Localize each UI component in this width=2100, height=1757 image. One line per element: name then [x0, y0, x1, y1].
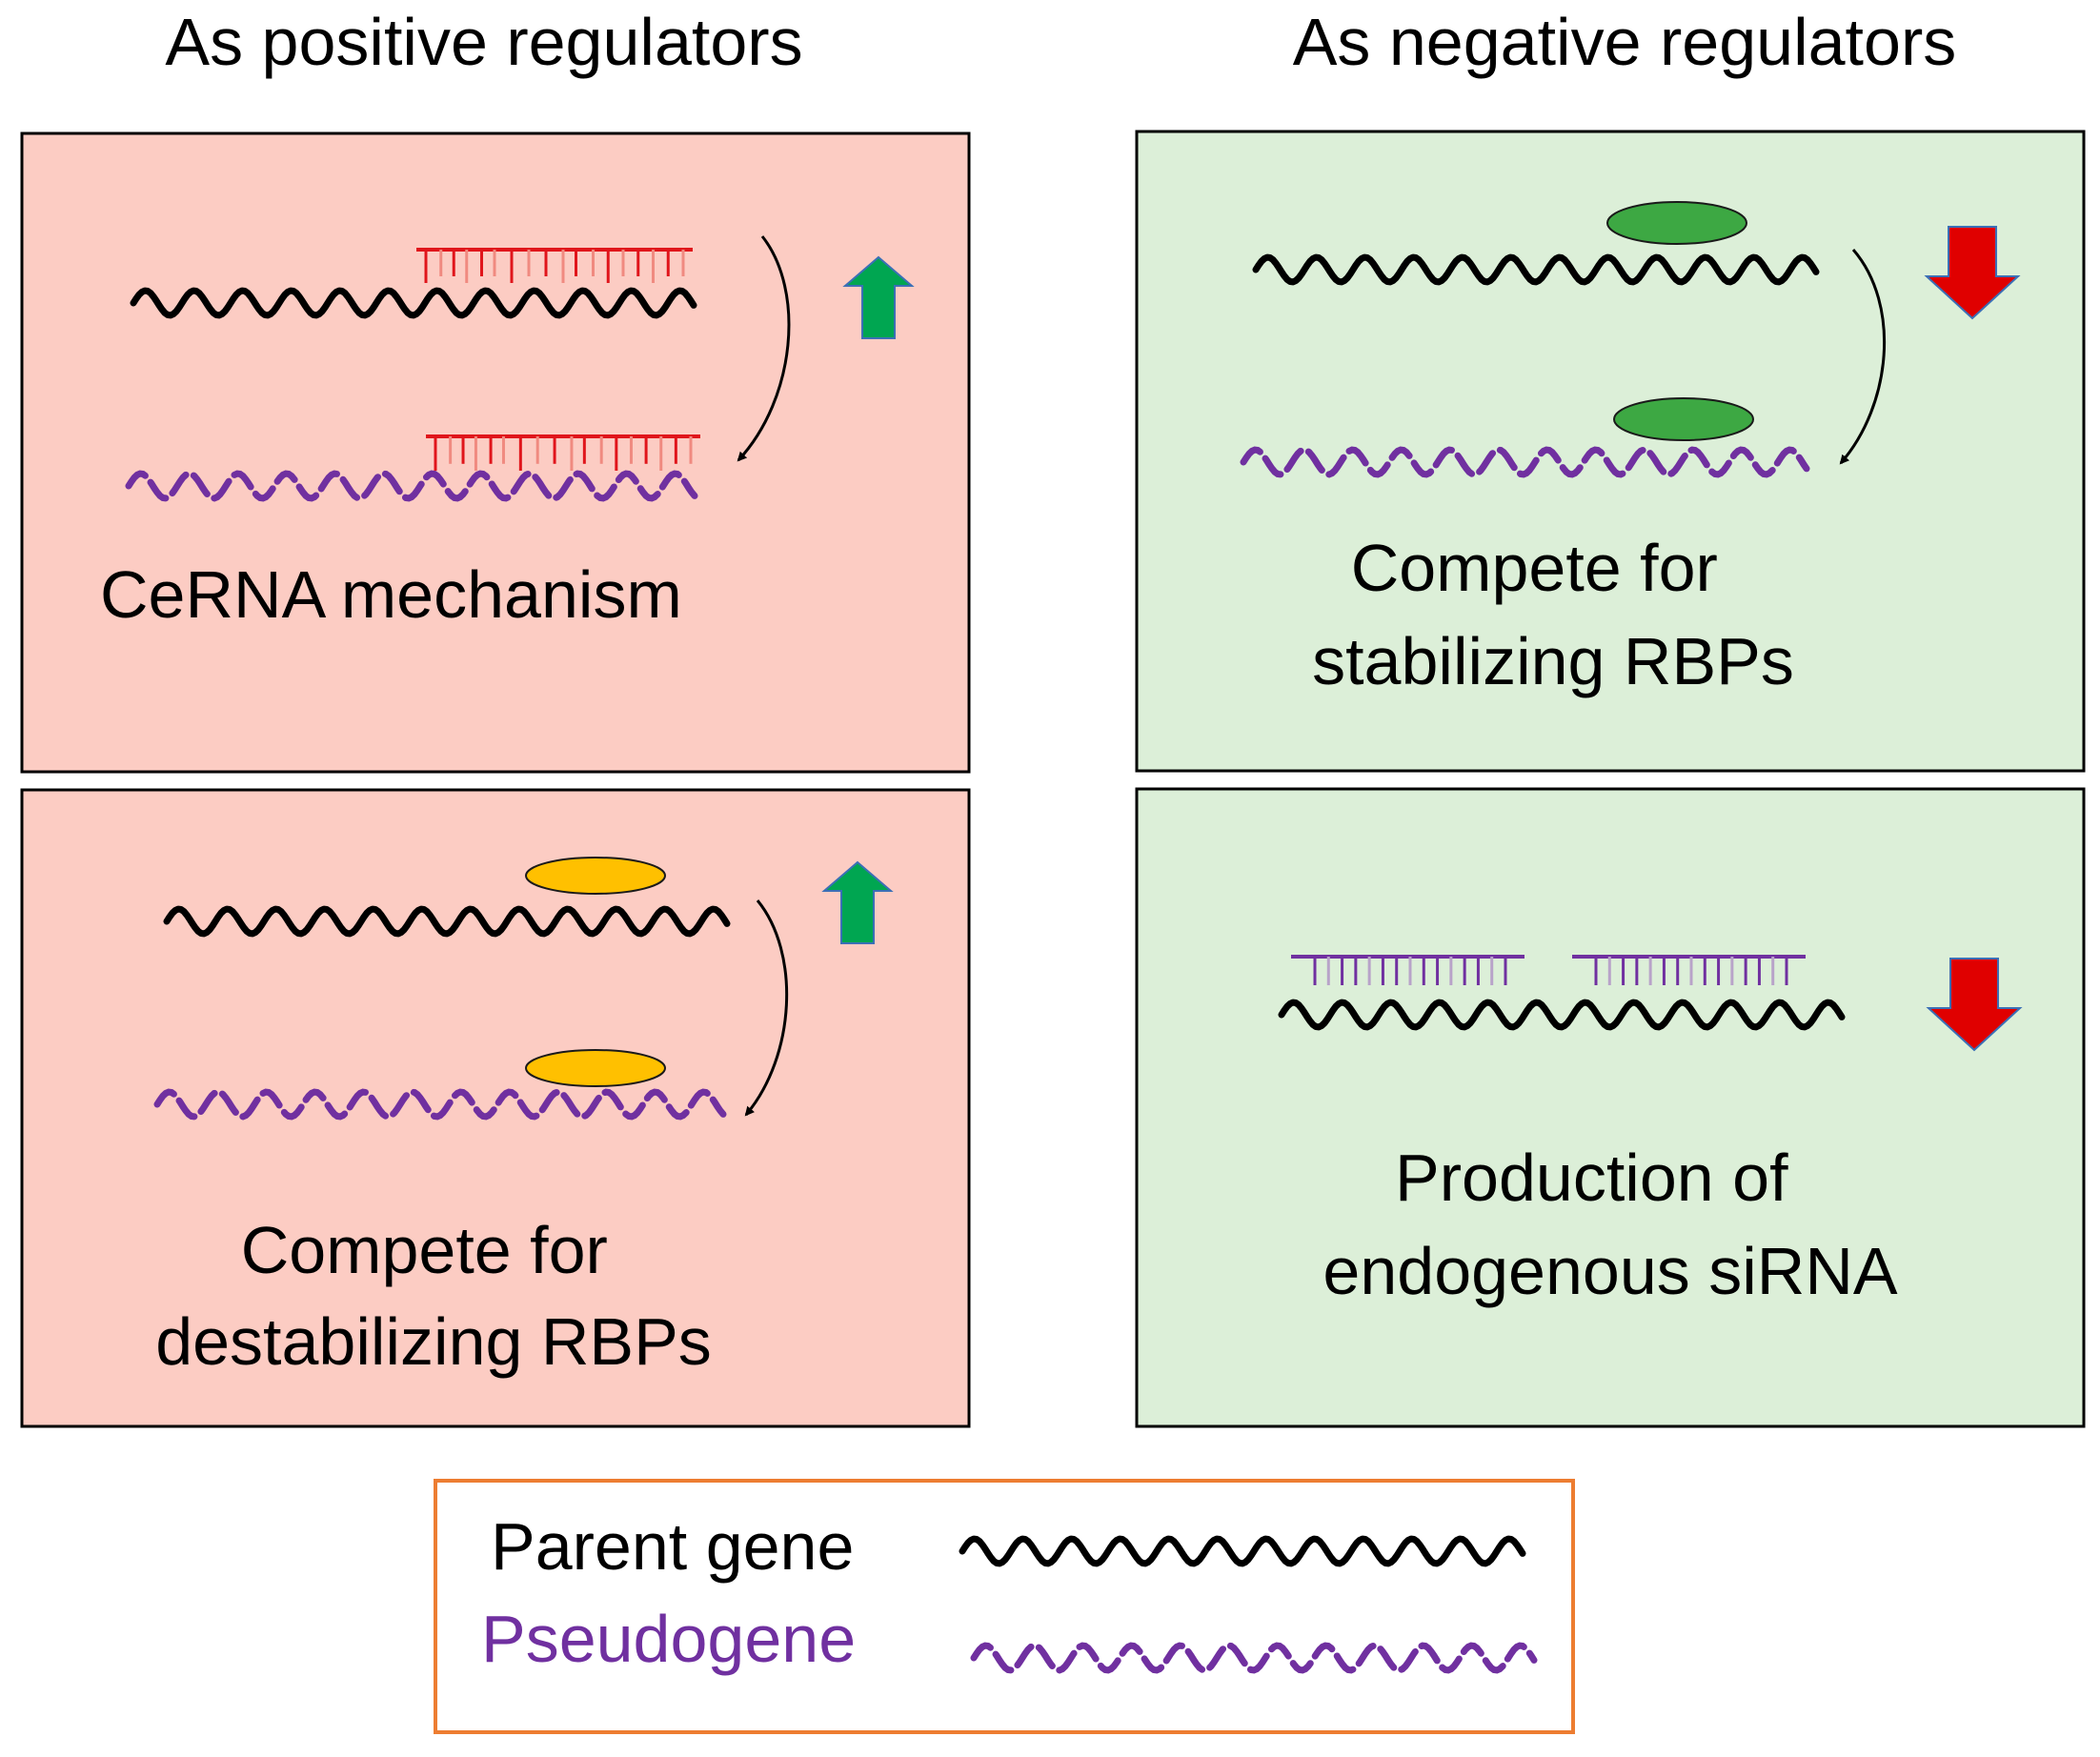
sirna-illustration: [1278, 955, 1846, 1031]
panel-endogenous-sirna: [1135, 787, 2086, 1428]
legend-pseudogene-label: Pseudogene: [481, 1602, 856, 1676]
stabilizing-illustration: [1240, 201, 1820, 478]
green-up-arrow-icon: [842, 255, 915, 339]
parent-gene-strand: [163, 905, 731, 938]
caption-line: endogenous siRNA: [1323, 1234, 1897, 1308]
parent-gene-strand: [1252, 253, 1820, 286]
caption-line: Production of: [1395, 1141, 1788, 1215]
pseudogene-strand: [970, 1642, 1538, 1674]
legend-swatches: [959, 1535, 1538, 1674]
curved-arrow-icon: [1839, 249, 1886, 465]
green-up-arrow-icon: [821, 860, 894, 944]
heading-positive-regulators: As positive regulators: [165, 5, 802, 79]
red-down-arrow-icon: [1924, 226, 2021, 320]
parent-gene-strand: [959, 1535, 1526, 1567]
caption-line: CeRNA mechanism: [100, 557, 682, 632]
legend-parent-gene-label: Parent gene: [491, 1509, 854, 1584]
destabilizing-rbp: [525, 857, 666, 895]
cerna-caption: CeRNA mechanism: [100, 557, 682, 632]
curved-arrow-icon: [737, 235, 791, 462]
red-down-arrow-icon: [1926, 958, 2023, 1052]
panel-cerna: [20, 131, 971, 774]
destabilizing-caption: Compete for destabilizing RBPs: [155, 1213, 712, 1379]
sirna-caption: Production of endogenous siRNA: [1323, 1141, 1897, 1308]
stabilizing-rbp: [1606, 201, 1747, 245]
destabilizing-illustration: [153, 857, 731, 1121]
legend-box: [434, 1479, 1575, 1734]
parent-gene-strand: [130, 287, 697, 319]
caption-line: destabilizing RBPs: [155, 1304, 712, 1379]
stabilizing-rbp: [1613, 397, 1754, 441]
pseudogene-strand: [1240, 446, 1810, 478]
destabilizing-rbp: [525, 1049, 666, 1087]
heading-negative-regulators: As negative regulators: [1293, 5, 1957, 79]
pseudogene-strand: [125, 470, 698, 502]
parent-gene-strand: [1278, 999, 1846, 1031]
cerna-illustration: [125, 248, 700, 502]
panel-stabilizing-rbps: [1135, 130, 2086, 773]
stabilizing-caption: Compete for stabilizing RBPs: [1312, 531, 1794, 698]
pseudogene-strand: [153, 1088, 727, 1121]
curved-arrow-icon: [744, 899, 789, 1117]
caption-line: Compete for: [241, 1213, 608, 1287]
caption-line: Compete for: [1351, 531, 1718, 605]
effect-arrows: [821, 226, 2023, 1052]
caption-line: stabilizing RBPs: [1312, 624, 1794, 698]
